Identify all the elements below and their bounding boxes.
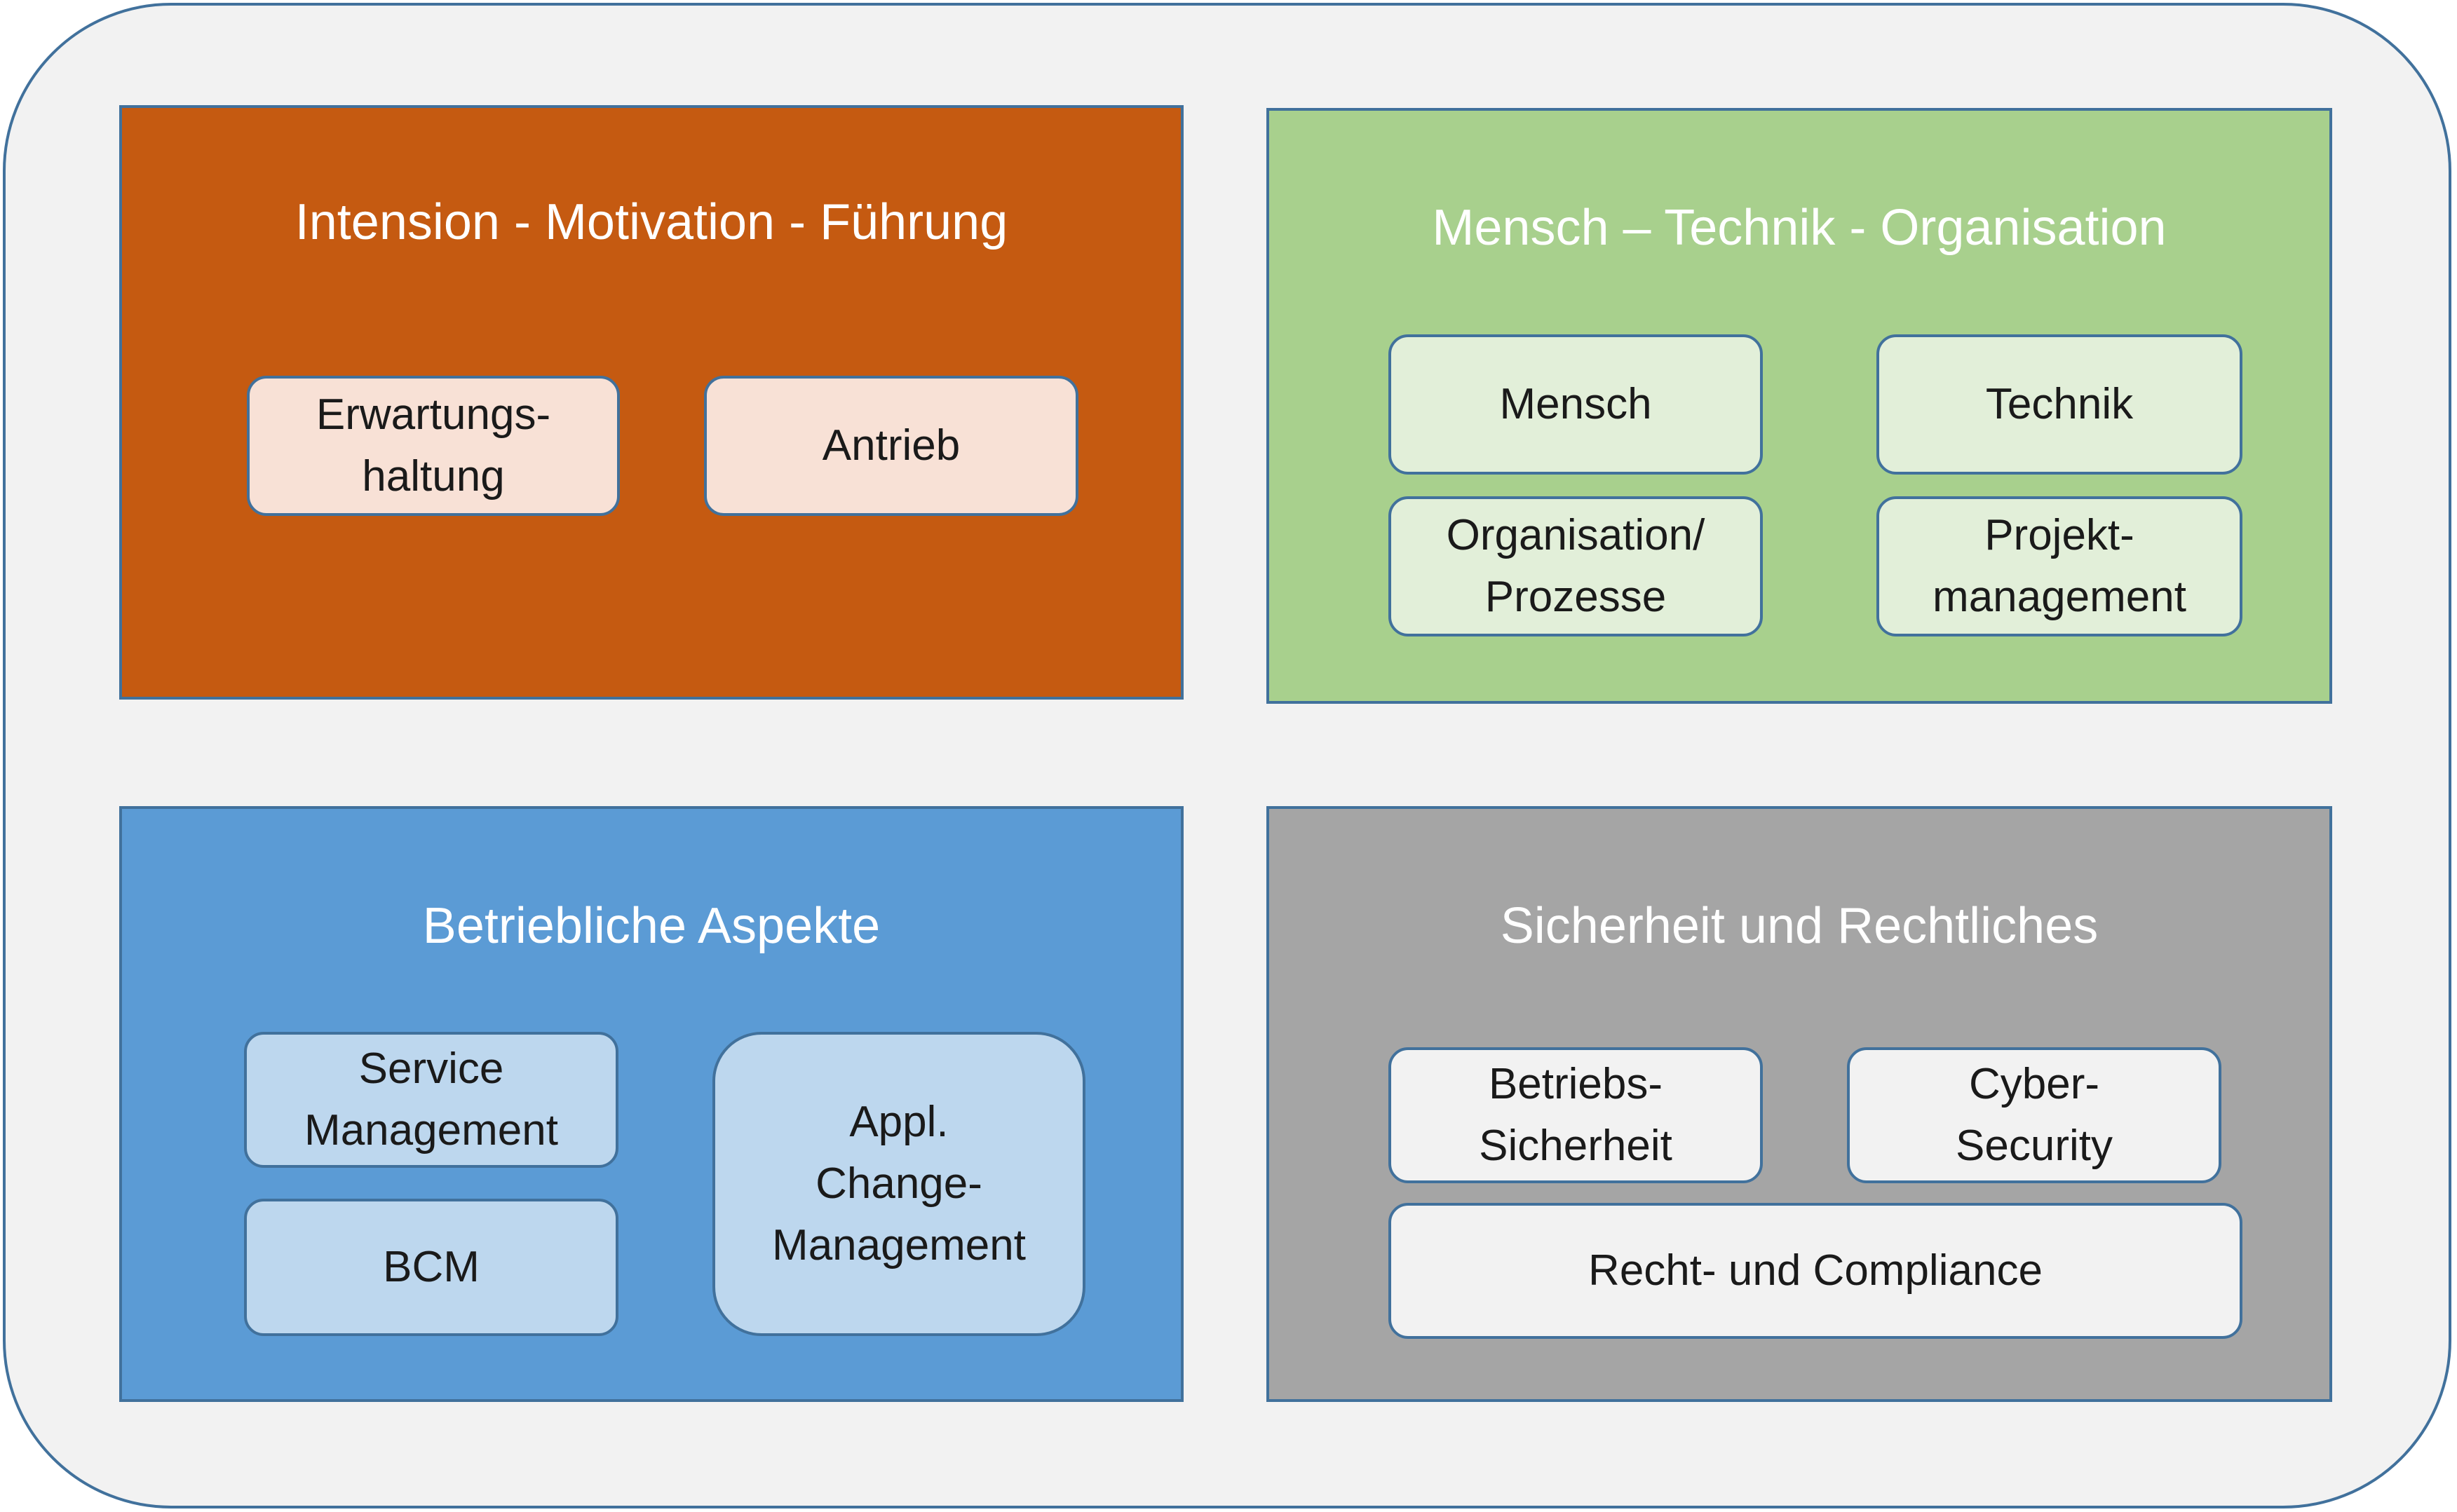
panel-operations-title: Betriebliche Aspekte bbox=[422, 898, 881, 954]
box-antrieb: Antrieb bbox=[704, 376, 1078, 516]
panel-mto-title: Mensch – Technik - Organisation bbox=[1432, 200, 2167, 256]
panel-security-title: Sicherheit und Rechtliches bbox=[1500, 898, 2099, 954]
box-betriebssicherheit: Betriebs- Sicherheit bbox=[1388, 1047, 1763, 1183]
box-bcm: BCM bbox=[244, 1199, 618, 1336]
box-erwartungshaltung: Erwartungs- haltung bbox=[247, 376, 620, 516]
box-service-management: Service Management bbox=[244, 1032, 618, 1168]
box-projektmanagement: Projekt- management bbox=[1876, 496, 2242, 636]
box-technik: Technik bbox=[1876, 334, 2242, 475]
box-organisation-prozesse: Organisation/ Prozesse bbox=[1388, 496, 1763, 636]
box-appl-change-management: Appl. Change- Management bbox=[712, 1032, 1085, 1336]
box-cyber-security: Cyber- Security bbox=[1847, 1047, 2221, 1183]
box-recht-compliance: Recht- und Compliance bbox=[1388, 1203, 2242, 1339]
panel-motivation-title: Intension - Motivation - Führung bbox=[295, 194, 1008, 250]
box-mensch: Mensch bbox=[1388, 334, 1763, 475]
